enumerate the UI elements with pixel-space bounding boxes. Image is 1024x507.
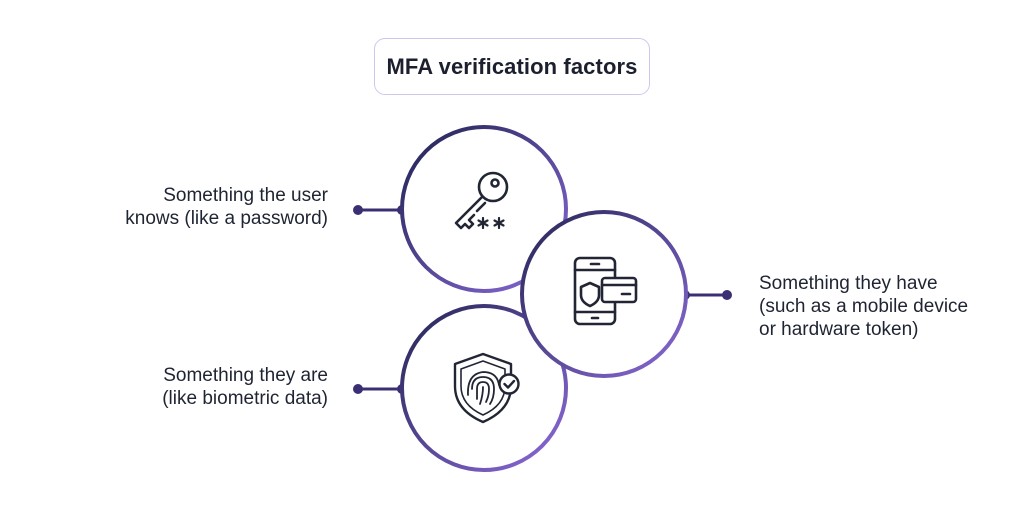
connector-inherence [353,384,407,394]
factor-circle-knowledge [400,125,568,293]
factor-label-line: Something they have [759,273,938,294]
factor-label-line: (like biometric data) [162,388,328,409]
factor-label-line: Something the user [163,185,328,206]
factor-label-inherence: Something they are (like biometric data) [162,364,328,410]
fingerprint-shield-icon [453,352,520,424]
connector-knowledge [353,205,407,215]
factor-label-possession: Something they have (such as a mobile de… [759,272,968,341]
mobile-card-icon [573,256,638,326]
factor-label-knowledge: Something the user knows (like a passwor… [125,184,328,230]
factor-label-line: Something they are [163,365,328,386]
key-password-icon [454,171,509,230]
factor-label-line: knows (like a password) [125,208,328,229]
factor-label-line: or hardware token) [759,319,919,340]
factor-label-line: (such as a mobile device [759,296,969,317]
factor-circle-inherence [400,304,568,472]
diagram-title: MFA verification factors [374,38,650,95]
